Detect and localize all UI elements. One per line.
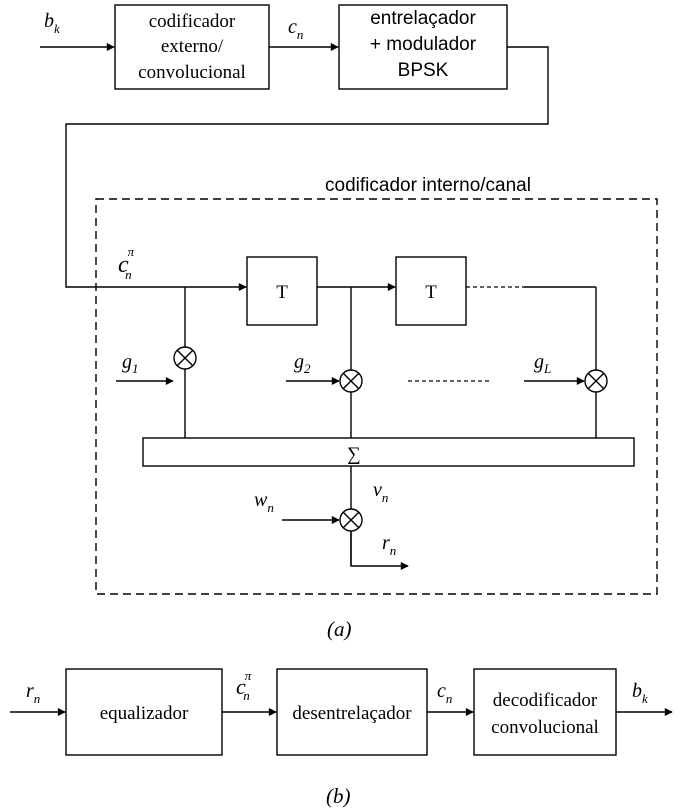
- multiplier-L: [584, 369, 608, 393]
- bk-output-label: bk: [632, 680, 648, 706]
- g1-label: g1: [122, 351, 139, 376]
- gL-label: gL: [534, 351, 551, 376]
- cn-label-bottom: cn: [437, 680, 452, 706]
- outer-encoder-box: [114, 4, 270, 90]
- cn-label: cn: [288, 16, 303, 42]
- delay-box-2: [395, 256, 467, 326]
- multiplier-2: [339, 369, 363, 393]
- multiplier-1: [173, 346, 197, 370]
- equalizer-label: equalizador: [100, 703, 189, 724]
- rn-label: rn: [382, 532, 396, 558]
- delay-box-1: [246, 256, 318, 326]
- outer-encoder-line1: codificador: [149, 11, 236, 32]
- summation-bar: [142, 437, 635, 467]
- summation-symbol: ∑: [347, 444, 361, 465]
- delay-label-2: T: [425, 282, 437, 303]
- wn-label: wn: [254, 489, 274, 515]
- caption-a: (a): [327, 617, 352, 641]
- outer-encoder-line3: convolucional: [138, 62, 246, 83]
- outer-encoder-line2: externo/: [161, 36, 224, 57]
- receiver-input-label: rn: [26, 680, 40, 706]
- caption-b: (b): [326, 784, 351, 808]
- rn-output-arrow: [350, 531, 409, 570]
- noise-adder: [339, 508, 363, 532]
- interleaver-line1: entrelaçador: [370, 8, 476, 29]
- interleaver-line2: + modulador: [370, 34, 477, 55]
- decoder-line2: convolucional: [491, 717, 599, 738]
- input-bk-label: bk: [44, 10, 60, 36]
- deinterleaver-label: desentrelaçador: [292, 703, 412, 724]
- g2-label: g2: [294, 351, 311, 376]
- interleaver-line3: BPSK: [398, 60, 449, 81]
- channel-title: codificador interno/canal: [325, 175, 531, 196]
- equalizer-box: [65, 668, 223, 756]
- top-chain: bk codificador externo/ convolucional cn…: [40, 4, 549, 291]
- interleaver-modulator-box: [338, 4, 508, 90]
- channel-dashed-boundary: [95, 198, 658, 595]
- delay-label-1: T: [276, 282, 288, 303]
- vn-label: vn: [373, 479, 388, 505]
- decoder-box: [473, 668, 617, 756]
- decoder-line1: decodificador: [493, 690, 598, 711]
- deinterleaver-box: [276, 668, 428, 756]
